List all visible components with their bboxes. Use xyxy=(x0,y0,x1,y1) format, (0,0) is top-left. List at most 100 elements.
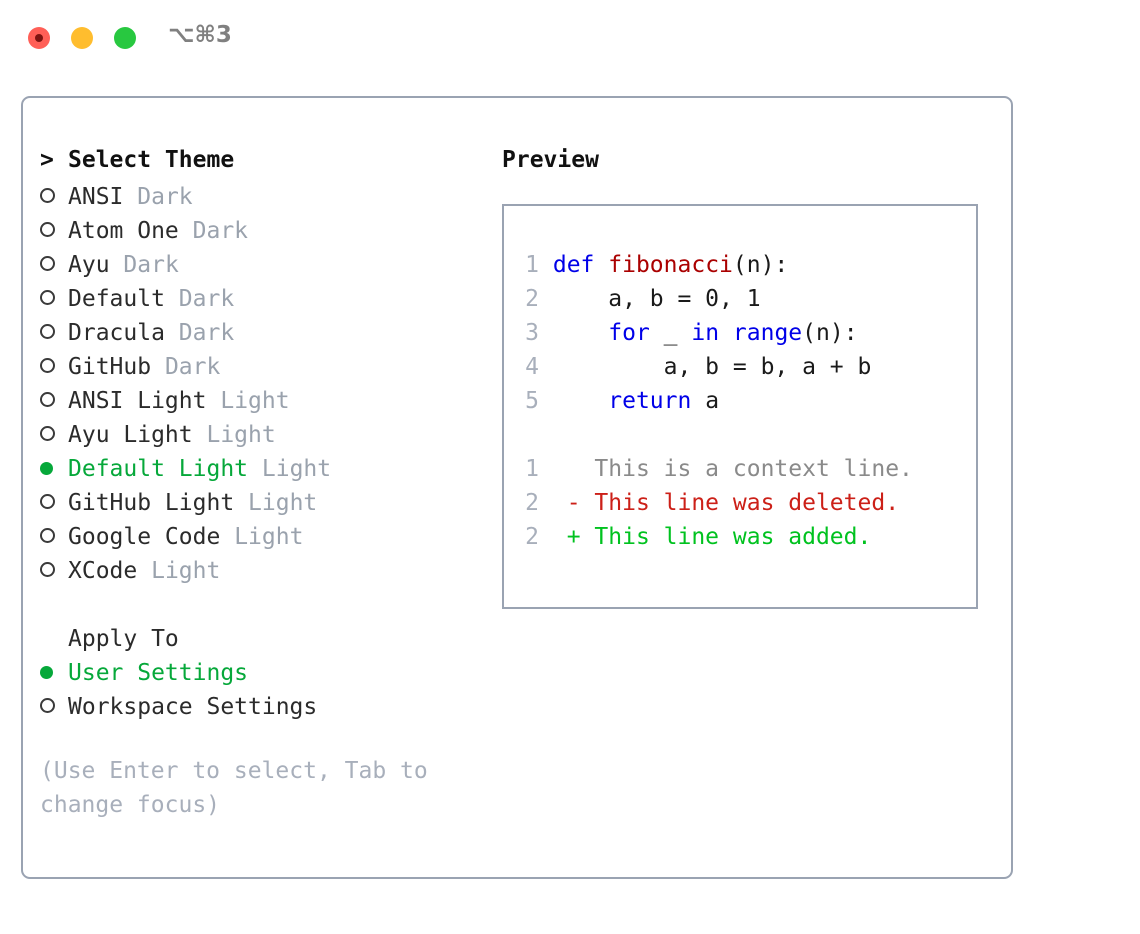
radio-marker xyxy=(40,322,68,345)
code-line: 4 a, b = b, a + b xyxy=(515,350,913,384)
radio-unselected-icon xyxy=(40,222,55,237)
theme-variant-tag: Dark xyxy=(137,184,193,210)
radio-selected-icon xyxy=(40,462,53,475)
diff-line: 2 + This line was added. xyxy=(515,520,913,554)
code-token: for xyxy=(608,320,650,346)
label-spacer xyxy=(248,456,262,482)
theme-option-default[interactable]: Default Dark xyxy=(40,286,490,320)
theme-variant-tag: Light xyxy=(261,456,332,482)
code-token: (n): xyxy=(802,320,858,346)
label-spacer xyxy=(137,558,151,584)
theme-option-label: Ayu xyxy=(68,252,110,278)
preview-column: Preview 1 def fibonacci(n):2 a, b = 0, 1… xyxy=(502,147,992,609)
code-token: in xyxy=(691,320,720,346)
apply-to-option-label: Workspace Settings xyxy=(68,694,318,720)
section-spacer xyxy=(40,592,490,626)
gutter-space xyxy=(539,320,553,346)
theme-option-atom-one[interactable]: Atom One Dark xyxy=(40,218,490,252)
radio-unselected-icon xyxy=(40,256,55,271)
radio-unselected-icon xyxy=(40,392,55,407)
label-spacer xyxy=(220,524,234,550)
theme-option-google-code[interactable]: Google Code Light xyxy=(40,524,490,558)
maximize-button[interactable] xyxy=(114,27,136,49)
theme-variant-tag: Light xyxy=(151,558,221,584)
theme-option-ayu-light[interactable]: Ayu Light Light xyxy=(40,422,490,456)
select-theme-heading-label: Select Theme xyxy=(68,147,235,173)
radio-unselected-icon xyxy=(40,426,55,441)
gutter-space xyxy=(539,490,567,516)
code-token xyxy=(719,320,733,346)
theme-option-label: GitHub Light xyxy=(68,490,235,516)
window-controls xyxy=(28,27,136,49)
diff-line-number: 2 xyxy=(525,524,539,550)
apply-to-option-user-settings[interactable]: User Settings xyxy=(40,660,490,694)
code-token: fibonacci xyxy=(608,252,733,278)
diff-line: 2 - This line was deleted. xyxy=(515,486,913,520)
theme-option-github-light[interactable]: GitHub Light Light xyxy=(40,490,490,524)
code-token: a, b = 0, 1 xyxy=(552,286,761,312)
close-button[interactable] xyxy=(28,27,50,49)
radio-marker xyxy=(40,390,68,413)
line-number: 5 xyxy=(525,388,539,414)
radio-unselected-icon xyxy=(40,324,55,339)
theme-option-github[interactable]: GitHub Dark xyxy=(40,354,490,388)
diff-sign: - xyxy=(566,490,581,516)
keyboard-hint-text: (Use Enter to select, Tab to change focu… xyxy=(40,758,442,818)
prompt-caret-icon: > xyxy=(40,147,54,173)
theme-variant-tag: Dark xyxy=(178,286,235,312)
line-number: 2 xyxy=(525,286,539,312)
theme-option-label: Default Light xyxy=(68,456,249,482)
label-spacer xyxy=(179,218,193,244)
theme-variant-tag: Dark xyxy=(123,252,179,278)
line-number: 4 xyxy=(525,354,539,380)
code-line: 3 for _ in range(n): xyxy=(515,316,913,350)
theme-option-ansi-light[interactable]: ANSI Light Light xyxy=(40,388,490,422)
keyboard-shortcut-label: ⌥⌘3 xyxy=(168,22,232,48)
radio-marker xyxy=(40,662,68,685)
diff-line: 1 This is a context line. xyxy=(515,452,913,486)
theme-variant-tag: Dark xyxy=(178,320,235,346)
theme-option-label: XCode xyxy=(68,558,138,584)
theme-option-label: Ayu Light xyxy=(68,422,193,448)
code-token: def xyxy=(552,252,595,278)
apply-to-heading: Apply To xyxy=(68,626,179,652)
theme-variant-tag: Light xyxy=(220,388,290,414)
theme-option-default-light[interactable]: Default Light Light xyxy=(40,456,490,490)
code-token: a, b = b, a + b xyxy=(552,354,872,380)
theme-option-ayu[interactable]: Ayu Dark xyxy=(40,252,490,286)
theme-variant-tag: Light xyxy=(234,524,304,550)
theme-variant-tag: Dark xyxy=(192,218,249,244)
minimize-button[interactable] xyxy=(71,27,93,49)
theme-variant-tag: Dark xyxy=(164,354,221,380)
gutter-space xyxy=(539,286,553,312)
radio-marker xyxy=(40,186,68,209)
radio-marker xyxy=(40,526,68,549)
radio-marker xyxy=(40,424,68,447)
gutter-space xyxy=(539,354,553,380)
label-spacer xyxy=(193,422,207,448)
label-spacer xyxy=(234,490,248,516)
line-number: 3 xyxy=(525,320,539,346)
apply-to-option-workspace-settings[interactable]: Workspace Settings xyxy=(40,694,490,728)
radio-unselected-icon xyxy=(40,290,55,305)
label-spacer xyxy=(110,252,124,278)
radio-marker xyxy=(40,492,68,515)
line-number: 1 xyxy=(525,252,539,278)
theme-option-ansi[interactable]: ANSI Dark xyxy=(40,184,490,218)
code-line: 1 def fibonacci(n): xyxy=(515,248,913,282)
gutter-space xyxy=(539,252,553,278)
code-token: a xyxy=(691,388,720,414)
theme-option-xcode[interactable]: XCode Light xyxy=(40,558,490,592)
select-theme-heading: > Select Theme xyxy=(40,147,490,184)
diff-line-number: 2 xyxy=(525,490,539,516)
radio-unselected-icon xyxy=(40,698,55,713)
theme-option-dracula[interactable]: Dracula Dark xyxy=(40,320,490,354)
label-spacer xyxy=(151,354,165,380)
theme-option-label: Google Code xyxy=(68,524,221,550)
